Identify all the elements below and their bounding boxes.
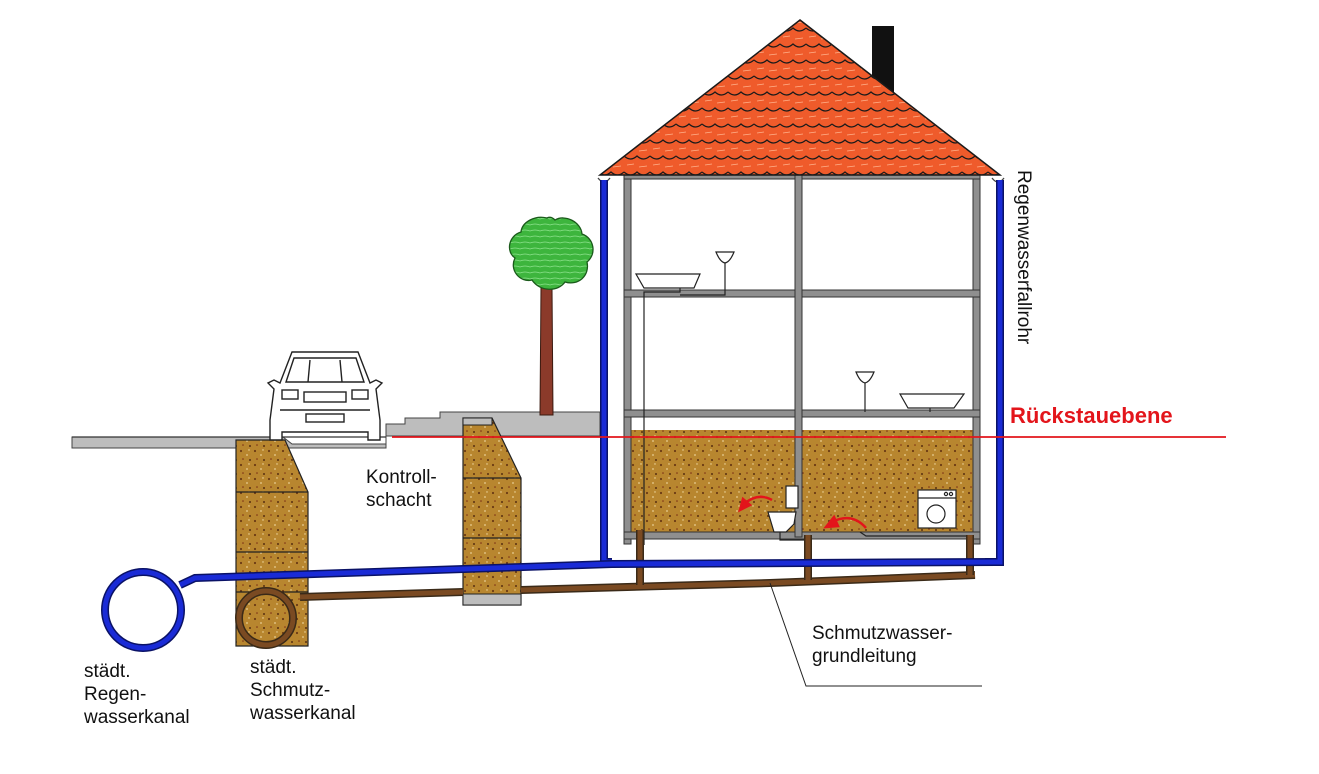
sewage-main-label: Schmutzwasser- grundleitung [812,622,952,668]
washing-machine-icon [917,489,957,529]
city-sewer-label-line3: wasserkanal [250,703,356,724]
toilet-icon [767,485,799,533]
city-sewer-label-line2: Schmutz- [250,680,331,701]
rainwater-sewer-label-line2: Regen- [84,684,147,705]
rainwater-sewer-label-line3: wasserkanal [84,707,190,728]
inspection-shaft-label-line1: Kontroll- [366,467,437,488]
fixture-waste-lines [643,263,968,545]
city-sewer-label-line1: städt. [250,657,297,678]
city-sewer-label: städt. Schmutz- wasserkanal [250,656,356,725]
backflow-arrow-icon [738,495,867,529]
car-icon [266,351,384,441]
washbasin-icon [634,251,966,409]
sewage-main-label-line2: grundleitung [812,646,917,667]
rain-pipes [101,180,1004,652]
sewage-main-label-line1: Schmutzwasser- [812,623,953,644]
rainwater-sewer-label: städt. Regen- wasserkanal [84,660,190,729]
label-leader-line [769,582,982,687]
inspection-shaft [462,417,522,606]
inspection-shaft-label-line2: schacht [366,490,432,511]
tree-icon [508,216,594,416]
city-sewer-shaft [235,439,309,647]
rain-downpipe-label: Regenwasserfallrohr [1013,170,1034,345]
inspection-shaft-label: Kontroll- schacht [366,466,437,512]
rainwater-sewer-label-line1: städt. [84,661,131,682]
backflow-level-label: Rückstauebene [1010,403,1173,428]
roof [597,19,1003,176]
